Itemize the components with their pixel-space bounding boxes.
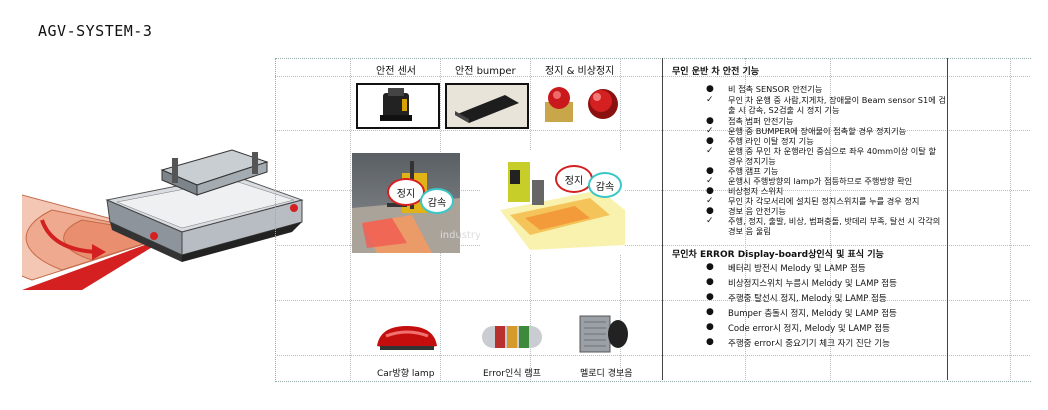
safety-section-title: 무인 운반 차 안전 기능 — [672, 67, 760, 77]
list-item-text: Bumper 충돌시 정지, Melody 및 LAMP 점등 — [728, 309, 897, 319]
car-lamp-caption: Car방향 lamp — [377, 369, 435, 379]
stop-bubble: 정지 — [387, 178, 425, 206]
list-item-text: 비상정지스위치 누름시 Melody 및 LAMP 점등 — [728, 279, 897, 289]
bullet: ✓ — [706, 146, 714, 156]
agv-illustration — [22, 149, 304, 290]
grid-line — [275, 130, 1030, 131]
bullet: ✓ — [706, 216, 714, 226]
watermark: industry — [440, 230, 481, 241]
list-item-text: 경보 음 안전기능 — [728, 206, 786, 216]
bullet: ✓ — [706, 126, 714, 136]
bullet: ● — [706, 337, 714, 347]
bullet: ✓ — [706, 176, 714, 186]
agv-scene-image: 정지 감속 — [480, 150, 625, 255]
list-item-text: 주행중 탈선시 정지, Melody 및 LAMP 점등 — [728, 294, 887, 304]
list-item-text: 운행 중 무인 차 운행라인 중심으로 좌우 40mm이상 이탈 할 경우 정지… — [728, 146, 936, 166]
bullet: ● — [706, 84, 714, 94]
list-item-text: 주행 램프 기능 — [728, 166, 779, 176]
bullet: ● — [706, 292, 714, 302]
list-item-text: Code error시 정지, Melody 및 LAMP 점등 — [728, 324, 890, 334]
list-item-text: 운행시 주행방향의 lamp가 점등하므로 주행방향 확인 — [728, 176, 913, 186]
bullet: ● — [706, 277, 714, 287]
list-item-text: 주행 라인 이탈 정지 기능 — [728, 136, 814, 146]
stop-bubble: 정지 — [555, 165, 593, 193]
grid-line — [275, 245, 1030, 246]
list-item-text: 주행, 정지, 출발, 비상, 범퍼충돌, 밧데리 부족, 탈선 시 각각의 경… — [728, 216, 941, 236]
slow-bubble: 감속 — [588, 172, 622, 198]
bullet: ● — [706, 206, 714, 216]
bullet: ● — [706, 186, 714, 196]
list-item-text: 주행중 error시 중요기기 체크 자기 진단 기능 — [728, 339, 890, 349]
bullet: ✓ — [706, 196, 714, 206]
car-direction-lamp-image — [377, 326, 437, 350]
header-stop-estop: 정지 & 비상정지 — [545, 66, 615, 77]
safety-sensor-image — [356, 83, 440, 129]
header-safety-sensor: 안전 센서 — [376, 66, 416, 77]
list-item-text: 접촉 범퍼 안전기능 — [728, 116, 794, 126]
info-panel — [275, 58, 1031, 382]
bullet: ✓ — [706, 95, 714, 105]
column-divider — [947, 58, 948, 380]
grid-line — [275, 190, 1030, 191]
column-divider — [662, 58, 663, 380]
bullet: ● — [706, 166, 714, 176]
grid-line — [275, 355, 1030, 356]
emergency-stop-image — [545, 87, 618, 122]
bullet: ● — [706, 116, 714, 126]
bullet: ● — [706, 136, 714, 146]
page-title: AGV-SYSTEM-3 — [38, 22, 153, 40]
error-lamp-image — [482, 326, 542, 348]
list-item-text: 베터리 방전시 Melody 및 LAMP 점등 — [728, 264, 866, 274]
list-item-text: 운행 중 BUMPER에 장애물이 접촉할 경우 정지기능 — [728, 126, 907, 136]
grid-line — [745, 58, 746, 380]
list-item-text: 비 접촉 SENSOR 안전기능 — [728, 84, 823, 94]
error-section-title: 무인차 ERROR Display-board상인식 및 표식 기능 — [672, 250, 884, 260]
list-item-text: 무인 차 운행 중 사람,지게차, 장애물이 Beam sensor S1에 검… — [728, 95, 946, 115]
grid-line — [275, 300, 1030, 301]
error-lamp-caption: Error인식 램프 — [483, 369, 541, 379]
forklift-scene-image: 정지 감속 — [352, 153, 460, 253]
grid-line — [1010, 58, 1011, 380]
grid-line — [275, 76, 1030, 77]
grid-line — [830, 58, 831, 380]
bullet: ● — [706, 322, 714, 332]
safety-bumper-image — [445, 83, 529, 129]
bullet: ● — [706, 307, 714, 317]
list-item-text: 무인 차 각모서리에 설치된 정지스위치를 누를 경우 정지 — [728, 196, 920, 206]
melody-alarm-image — [579, 315, 628, 353]
bullet: ● — [706, 262, 714, 272]
slow-bubble: 감속 — [420, 188, 454, 214]
header-safety-bumper: 안전 bumper — [455, 66, 516, 77]
grid-line — [350, 58, 351, 380]
melody-caption: 멜로디 경보음 — [580, 369, 633, 379]
list-item-text: 비상정지 스위치 — [728, 186, 784, 196]
